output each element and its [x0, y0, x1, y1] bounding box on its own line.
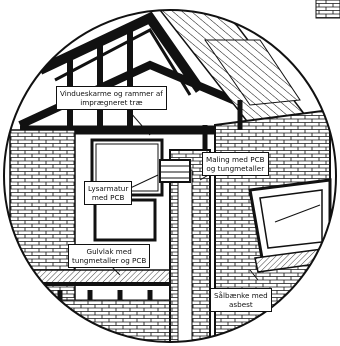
floor-structure [20, 270, 195, 345]
corner-fragment [316, 0, 340, 18]
label-light-fixture-line1: Lysarmatur [88, 184, 128, 193]
label-paint: Maling med PCB og tungmetaller [202, 152, 269, 176]
lamp-fixture [160, 160, 190, 182]
label-paint-line1: Maling med PCB [206, 155, 265, 164]
label-window-frames-line1: Vindueskarme og rammer af [60, 89, 163, 98]
right-window [250, 180, 330, 272]
label-window-sills: Sålbænke med asbest [210, 288, 272, 312]
label-window-frames-line2: imprægneret træ [60, 98, 163, 107]
label-window-frames: Vindueskarme og rammer af imprægneret tr… [56, 86, 167, 110]
label-window-sills-line1: Sålbænke med [214, 291, 268, 300]
label-light-fixture-line2: med PCB [88, 193, 128, 202]
label-floor-lacquer-line2: tungmetaller og PCB [72, 256, 146, 265]
label-floor-lacquer-line1: Gulvlak med [72, 247, 146, 256]
label-light-fixture: Lysarmatur med PCB [84, 181, 132, 205]
label-paint-line2: og tungmetaller [206, 164, 265, 173]
label-floor-lacquer: Gulvlak med tungmetaller og PCB [68, 244, 150, 268]
label-window-sills-line2: asbest [214, 300, 268, 309]
